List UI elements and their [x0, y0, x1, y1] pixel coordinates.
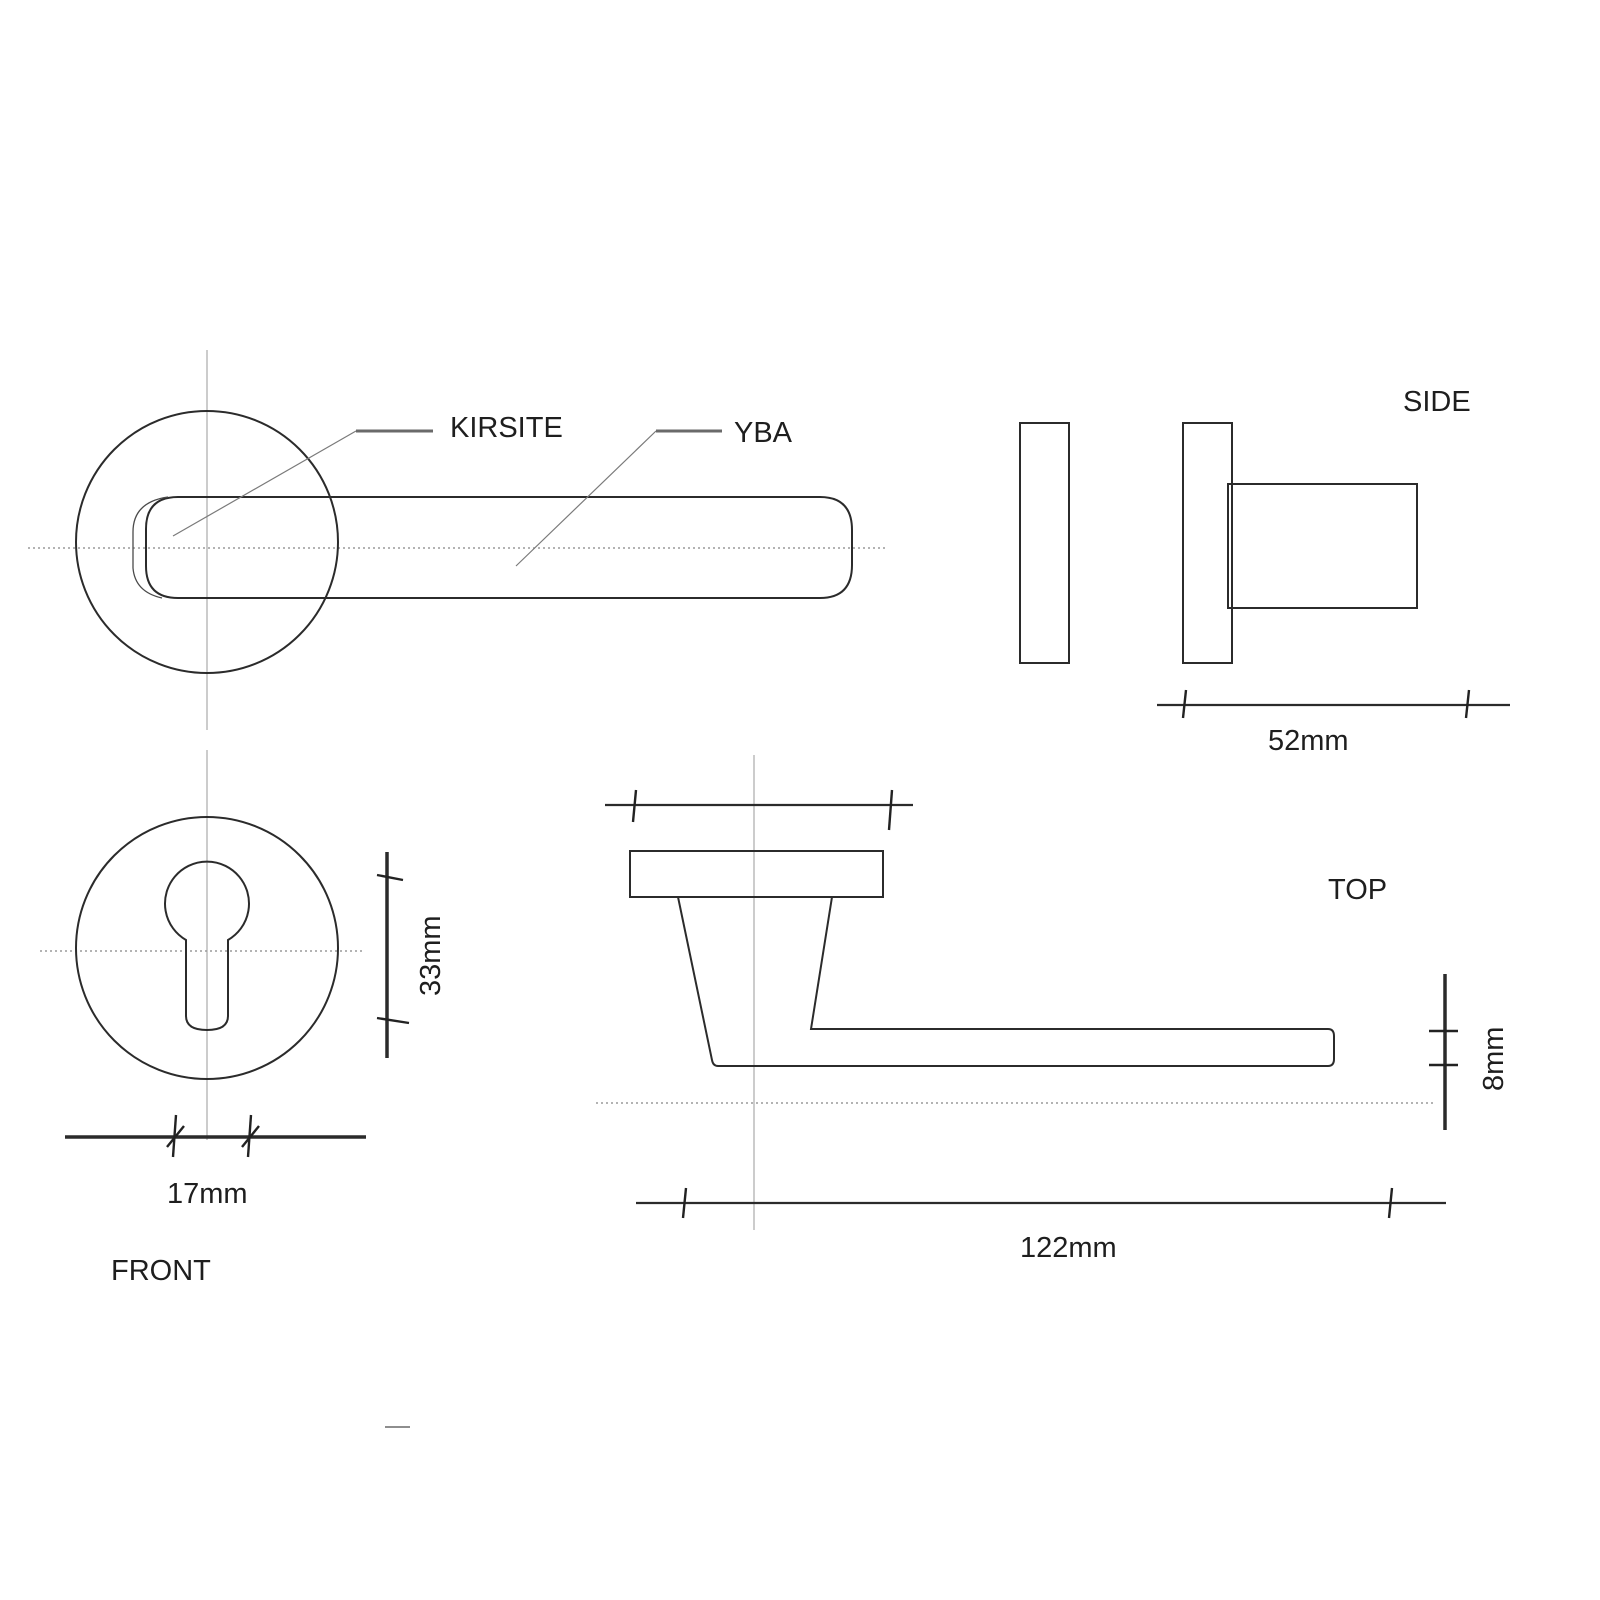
side-label: SIDE: [1403, 386, 1471, 418]
lever-grip-outline: [145, 496, 853, 599]
lever-length-tick-left: [681, 1187, 688, 1219]
rose-thickness-slash-right: [241, 1125, 260, 1148]
rose-thickness-dimension-label: 17mm: [167, 1178, 248, 1210]
escutcheon-height-tick-top: [376, 873, 404, 882]
top-view: TOP 8mm 122mm: [596, 755, 1510, 1264]
rose-width-tick-left: [631, 789, 638, 823]
side-rose-left: [1019, 422, 1070, 664]
side-lever-block: [1227, 483, 1418, 609]
lever-length-dimension-label: 122mm: [1020, 1232, 1117, 1264]
side-view: SIDE 52mm: [1019, 386, 1510, 757]
lever-thickness-dimension-label: 8mm: [1478, 1027, 1510, 1091]
front-label: FRONT: [111, 1255, 211, 1287]
projection-tick-right: [1464, 689, 1471, 719]
rose-thickness-slash-left: [166, 1125, 185, 1148]
front-escutcheon-view: 33mm 17mm FRONT: [40, 750, 447, 1287]
escutcheon-circle: [75, 816, 339, 1080]
lever-length-tick-right: [1387, 1187, 1394, 1219]
rose-width-tick-right: [887, 789, 894, 831]
top-rose-plate: [629, 850, 884, 898]
yba-label: YBA: [734, 417, 793, 449]
front-lever-view: KIRSITE YBA: [28, 350, 885, 730]
projection-dimension-label: 52mm: [1268, 725, 1349, 757]
yba-leader-line: [515, 430, 657, 567]
side-rose-right: [1182, 422, 1233, 664]
lever-neck-edge: [132, 496, 169, 599]
kirsite-label: KIRSITE: [450, 412, 563, 444]
rose-circle: [75, 410, 339, 674]
kirsite-leader-line: [172, 430, 357, 537]
projection-tick-left: [1181, 689, 1188, 719]
escutcheon-height-dimension-label: 33mm: [415, 915, 447, 996]
escutcheon-height-tick-bottom: [376, 1016, 410, 1025]
top-lever-outline: [676, 896, 1335, 1067]
keyhole-outline: [164, 860, 250, 1032]
top-label: TOP: [1328, 874, 1387, 906]
